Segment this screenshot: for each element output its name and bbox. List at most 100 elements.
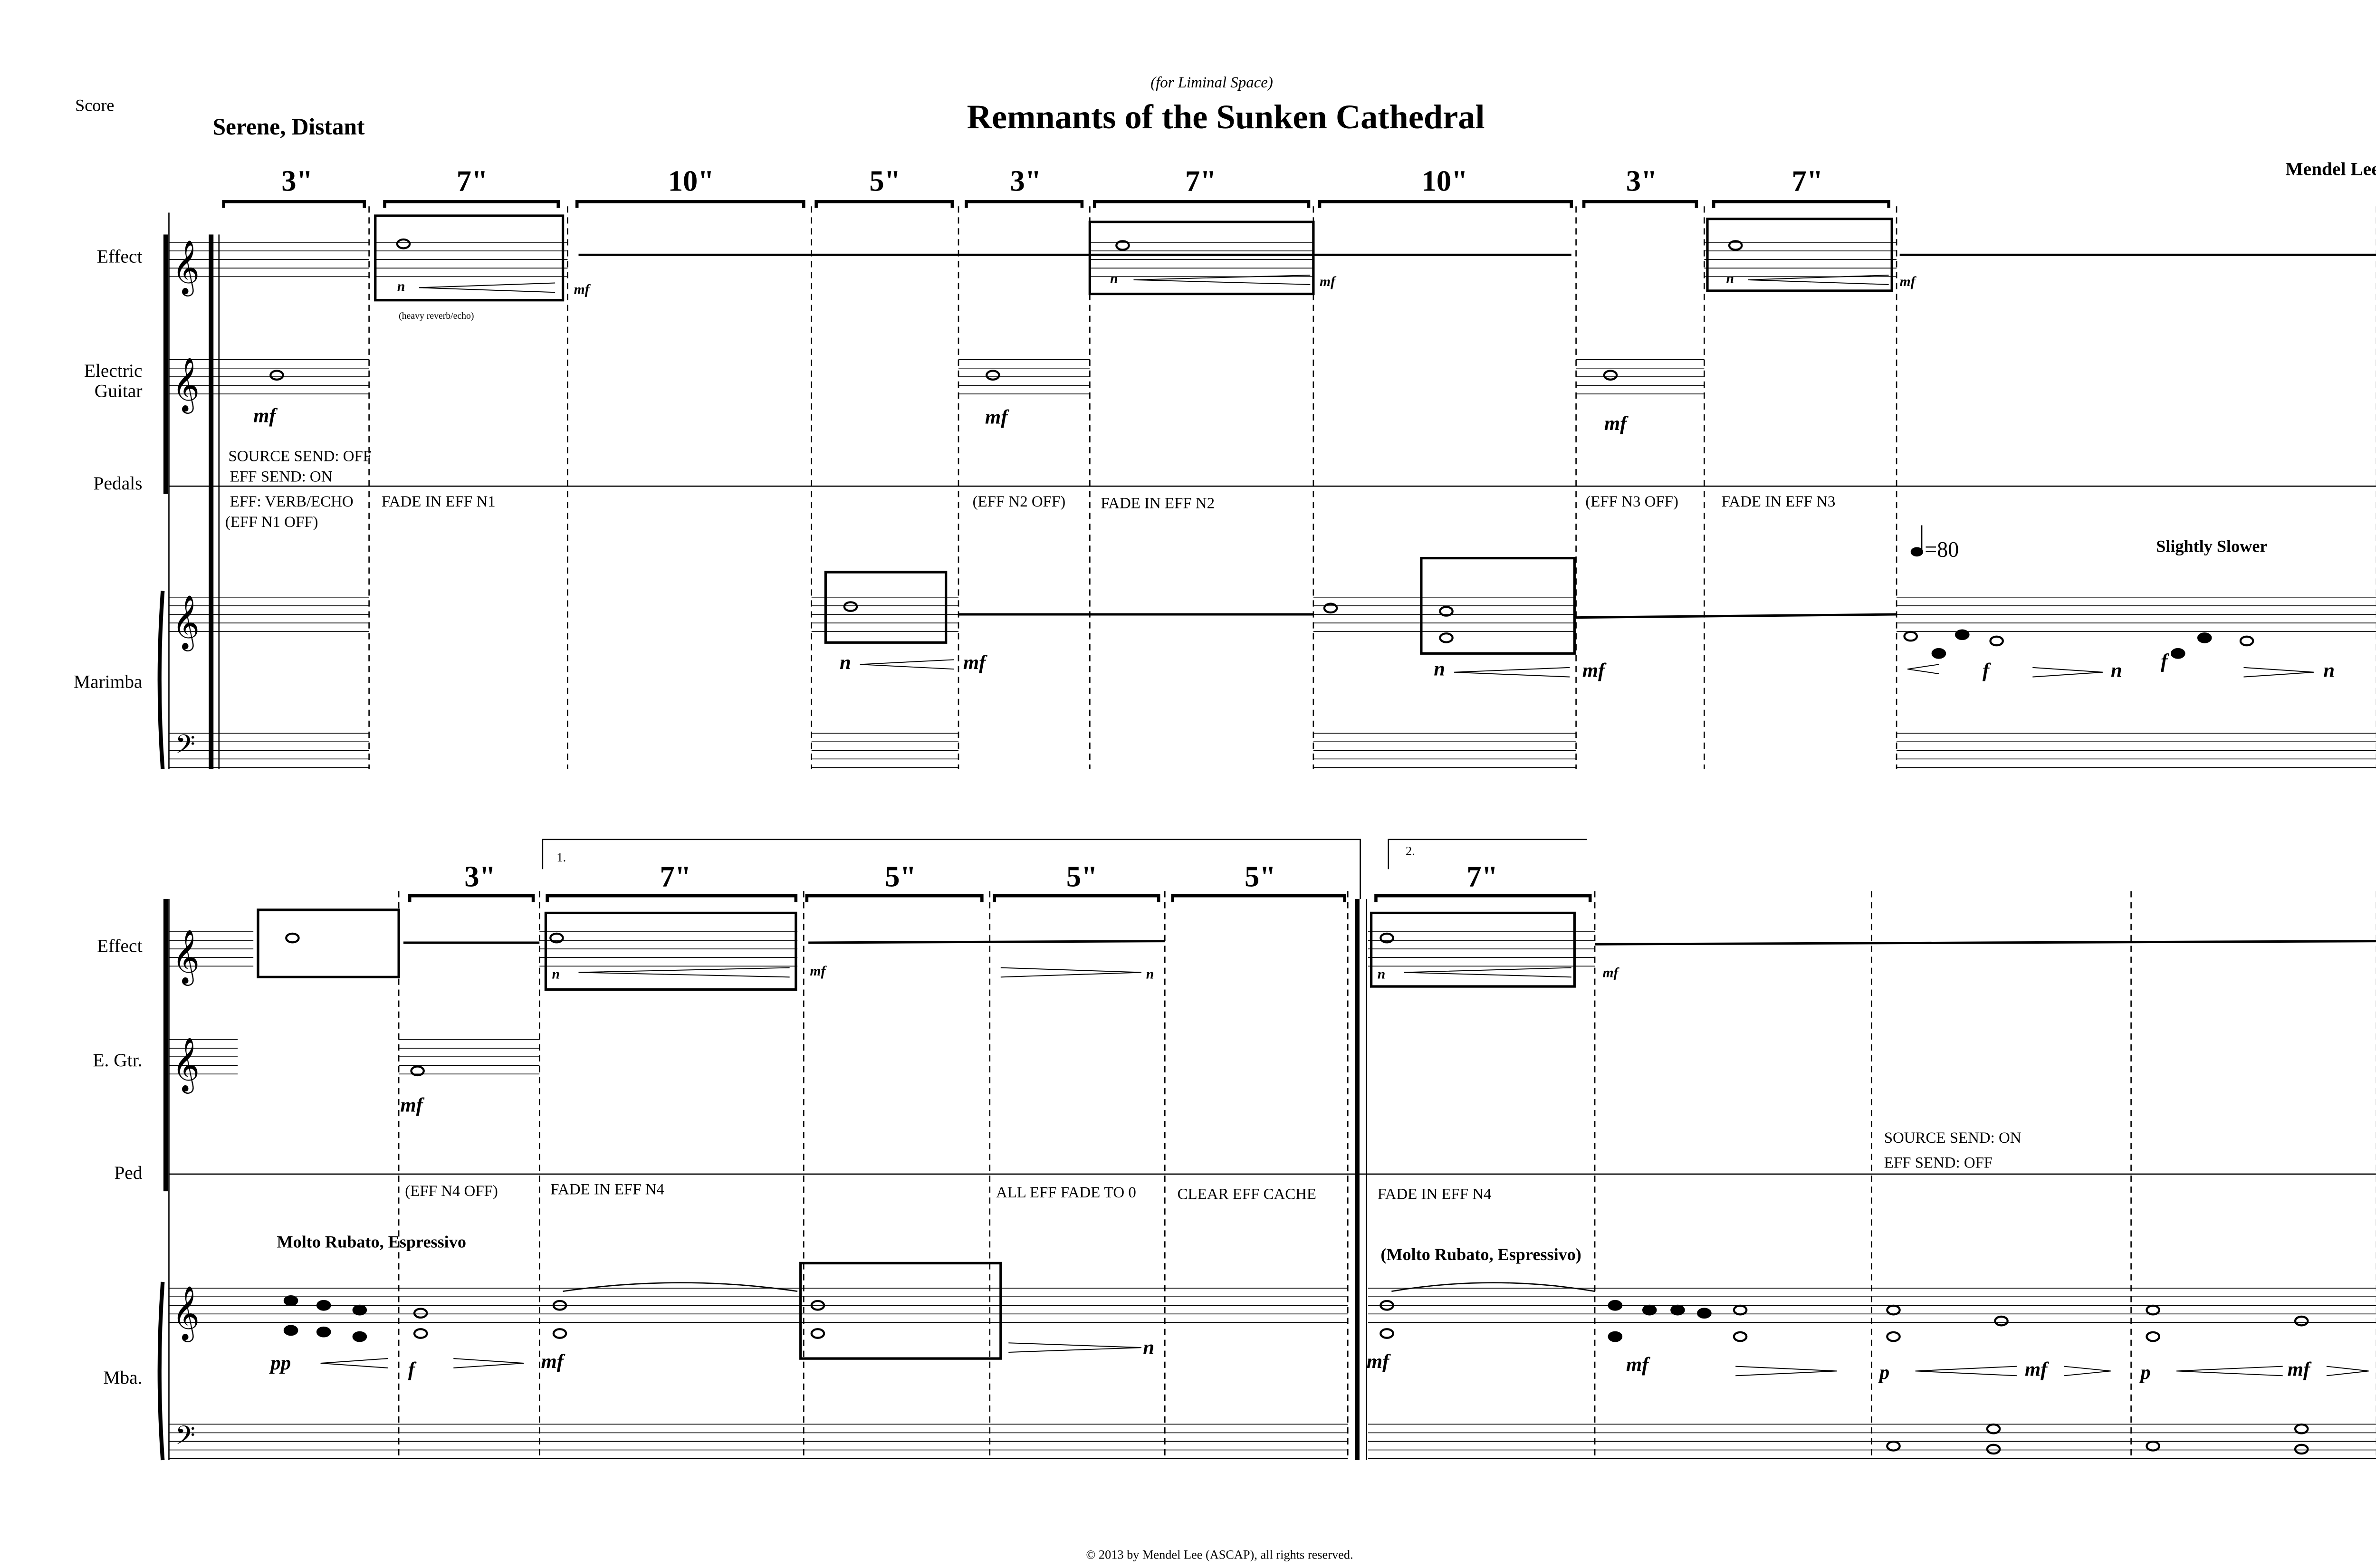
pedal-text: EFF SEND: ON xyxy=(230,468,333,485)
instrument-guitar: Electric xyxy=(84,360,143,381)
hairpin xyxy=(1404,967,1571,978)
bass-clef-icon: 𝄢 xyxy=(175,1422,195,1456)
notehead xyxy=(410,1065,425,1077)
instrument-effect: Effect xyxy=(97,936,143,956)
notehead xyxy=(1903,631,1918,642)
duration-label: 5" xyxy=(869,164,901,197)
notehead xyxy=(2197,632,2212,643)
notehead xyxy=(1986,1444,2001,1455)
dynamic-pp: pp xyxy=(268,1352,291,1374)
hairpin xyxy=(453,1358,524,1368)
hairpin xyxy=(2032,667,2103,678)
treble-clef-icon: 𝄞 xyxy=(172,1287,200,1343)
notehead xyxy=(2146,1441,2160,1452)
notehead xyxy=(283,1325,298,1336)
notehead xyxy=(1989,635,2004,647)
hairpin xyxy=(1735,1366,1838,1377)
dynamic-mf: mf xyxy=(1604,412,1629,435)
notehead xyxy=(316,1326,331,1338)
notehead xyxy=(396,238,411,249)
dynamic-mf: mf xyxy=(1582,660,1607,682)
duration-bracket xyxy=(1171,894,1346,902)
copyright: © 2013 by Mendel Lee (ASCAP), all rights… xyxy=(1086,1548,1353,1561)
pedal-text: (EFF N3 OFF) xyxy=(1585,493,1678,510)
notehead xyxy=(413,1308,428,1319)
pedal-text: EFF: VERB/ECHO xyxy=(230,493,354,510)
hairpin xyxy=(578,967,790,978)
duration-label: 7" xyxy=(1466,860,1498,893)
instrument-marimba: Mba. xyxy=(103,1367,142,1388)
notehead xyxy=(1115,240,1130,251)
notehead xyxy=(1608,1300,1623,1311)
dynamic-n: n xyxy=(397,279,405,294)
dynamic-n: n xyxy=(1378,967,1385,982)
piano-brace-icon xyxy=(157,591,165,770)
dynamic-p: p xyxy=(1878,1361,1889,1384)
hairpin xyxy=(1008,1342,1141,1353)
dynamic-mf: mf xyxy=(810,964,827,979)
hairpin xyxy=(1907,664,1939,675)
hairpin xyxy=(1454,667,1570,678)
notehead xyxy=(1670,1304,1685,1316)
notehead xyxy=(1439,606,1454,617)
notehead xyxy=(1608,1331,1623,1342)
instrument-marimba: Marimba xyxy=(74,671,143,692)
duration-label: 7" xyxy=(457,164,488,197)
notehead xyxy=(2239,635,2254,647)
page-title: Remnants of the Sunken Cathedral xyxy=(967,98,1485,136)
bass-clef-icon: 𝄢 xyxy=(175,731,195,765)
notehead xyxy=(1886,1331,1901,1342)
notehead xyxy=(1954,629,1970,641)
aleatoric-box xyxy=(1088,220,1315,296)
treble-clef-icon: 𝄞 xyxy=(172,358,200,414)
notehead xyxy=(283,1295,298,1306)
dynamic-mf: mf xyxy=(2025,1358,2049,1380)
dynamic-mf: mf xyxy=(253,404,278,427)
duration-label: 5" xyxy=(885,860,916,893)
hairpin xyxy=(1133,275,1311,285)
hairpin xyxy=(320,1358,388,1368)
pedal-text: EFF SEND: OFF xyxy=(1884,1155,1993,1172)
duration-bracket xyxy=(965,200,1084,208)
instrument-guitar: E. Gtr. xyxy=(93,1050,142,1071)
duration-bracket xyxy=(1712,200,1890,208)
hairpin xyxy=(2176,1366,2283,1377)
duration-bracket xyxy=(1582,200,1698,208)
notehead xyxy=(810,1300,825,1311)
duration-bracket xyxy=(1318,200,1573,208)
volta-1-label: 1. xyxy=(556,851,566,864)
instrument-guitar-2: Guitar xyxy=(95,381,143,402)
effect-note: (heavy reverb/echo) xyxy=(399,311,474,321)
duration-bracket xyxy=(1374,894,1592,902)
tempo-change: Slightly Slower xyxy=(2156,536,2267,555)
hairpin xyxy=(1748,275,1889,285)
notehead xyxy=(1323,602,1338,614)
dynamic-mf: mf xyxy=(1900,274,1917,289)
notehead xyxy=(1642,1304,1657,1316)
dynamic-mf: mf xyxy=(1603,965,1620,980)
hairpin xyxy=(860,659,954,670)
hairpin xyxy=(419,282,556,293)
notehead xyxy=(1603,370,1618,381)
hairpin xyxy=(2064,1366,2111,1377)
notehead xyxy=(2171,648,2185,659)
sustain-line xyxy=(1595,940,2376,946)
aleatoric-box xyxy=(824,571,948,644)
treble-clef-icon: 𝄞 xyxy=(172,930,200,986)
staff-graphics: 𝄞𝄞𝄞𝄢𝄞𝄢𝄞𝄞 xyxy=(157,200,2376,1461)
dynamic-mf: mf xyxy=(1367,1350,1391,1373)
aleatoric-box xyxy=(1706,217,1893,292)
score-label: Score xyxy=(75,96,114,115)
duration-label: 5" xyxy=(1066,860,1098,893)
duration-bracket xyxy=(1092,200,1311,208)
duration-label: 7" xyxy=(1185,164,1217,197)
notehead xyxy=(1986,1423,2001,1434)
notehead xyxy=(1886,1441,1901,1452)
duration-label: 10" xyxy=(1422,164,1468,197)
notehead xyxy=(2146,1304,2160,1316)
notehead xyxy=(1380,1300,1394,1311)
dynamic-mf: mf xyxy=(541,1350,565,1373)
notehead xyxy=(285,932,300,944)
notehead xyxy=(269,370,284,381)
